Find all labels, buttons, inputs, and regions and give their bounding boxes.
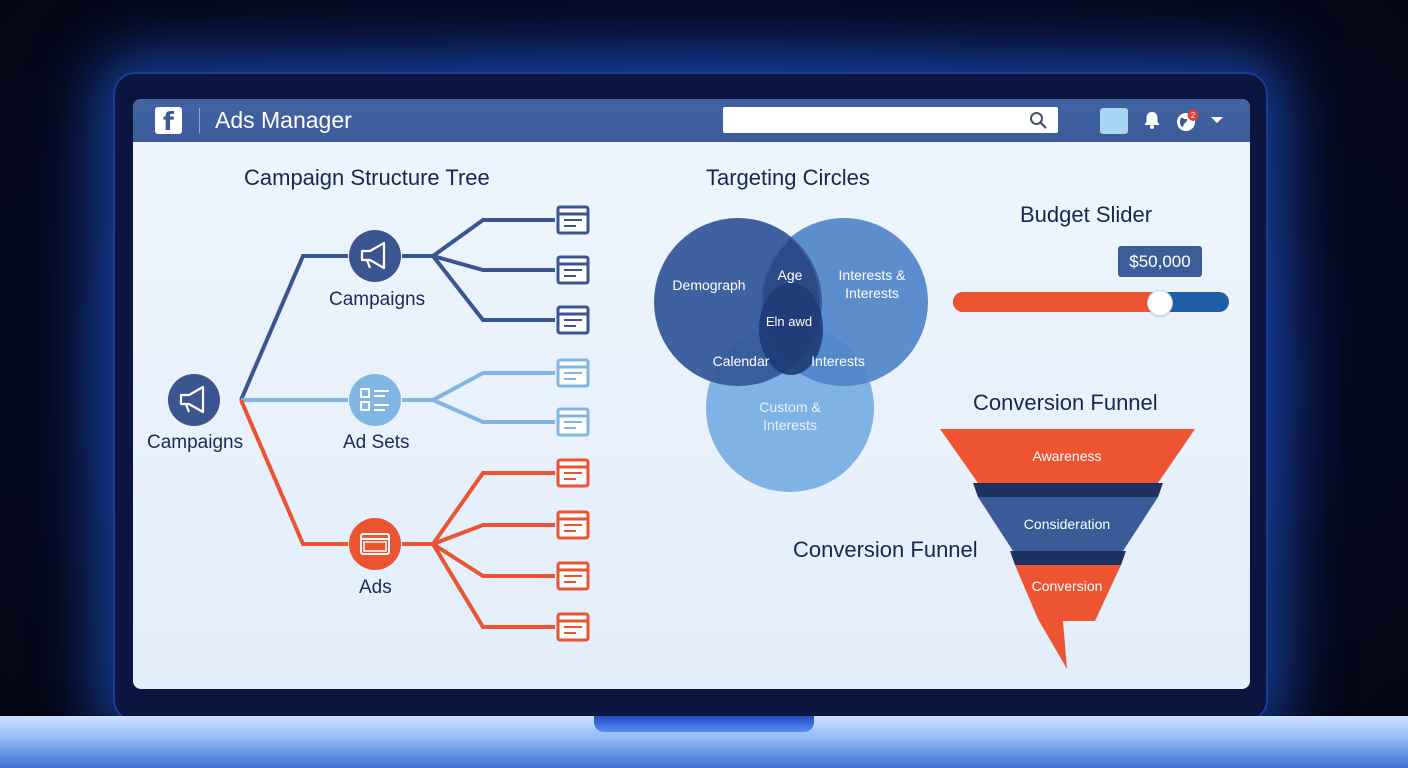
list-icon [360,388,389,411]
tree-leaf-edge [402,218,555,258]
ad-document-icon[interactable] [556,458,590,488]
ad-document-icon[interactable] [556,255,590,285]
funnel-title: Conversion Funnel [973,390,1158,415]
profile-avatar[interactable] [1100,108,1128,134]
funnel-stage-awareness[interactable] [940,429,1195,483]
tree-leaf-edge [402,471,555,546]
ad-document-icon[interactable] [556,205,590,235]
megaphone-icon [360,241,386,270]
root-node-label: Campaigns [147,432,244,453]
tree-title: Campaign Structure Tree [244,165,490,190]
funnel-side-title: Conversion Funnel [793,537,978,562]
venn-label-custom-2: Interests [763,417,817,433]
funnel-label-consideration: Consideration [1024,516,1110,532]
venn-label-demograph: Demograph [672,277,745,293]
facebook-logo-icon[interactable]: f [155,107,182,136]
tree-edge-ads [239,399,348,546]
tree-edge-campaigns [239,254,348,401]
app-screen: f Ads Manager 2 Campaign Structure Tree [133,99,1250,689]
window-icon [360,533,390,555]
globe-icon[interactable]: 2 [1174,108,1200,134]
budget-slider-track[interactable] [953,292,1229,312]
venn-label-custom-1: Custom & [759,399,821,415]
tree-leaf-edge [402,542,555,629]
branch-node-adsets[interactable] [349,374,401,426]
megaphone-icon [179,385,205,414]
branch-node-ads[interactable] [349,518,401,570]
venn-label-interests-2: Interests [845,285,899,301]
app-title: Ads Manager [215,107,352,133]
venn-label-interests: Interests [811,353,865,369]
ad-document-icon[interactable] [556,358,590,388]
branch-label-campaigns: Campaigns [329,289,426,310]
top-bar: f Ads Manager 2 [133,99,1250,142]
tree-leaf-edge [402,371,555,402]
venn-label-calendar: Calendar [713,353,770,369]
logo-letter: f [163,107,174,136]
tree-leaf-edge [402,254,555,272]
budget-value-tooltip: $50,000 [1118,246,1202,277]
ad-document-icon[interactable] [556,510,590,540]
budget-slider-fill [953,292,1160,312]
funnel-stage-consideration[interactable] [978,497,1158,551]
ad-document-icon[interactable] [556,305,590,335]
branch-node-campaigns[interactable] [349,230,401,282]
tree-leaf-edge [402,254,555,322]
tree-leaf-edge [402,542,555,578]
funnel-label-conversion: Conversion [1032,578,1103,594]
funnel-stage-conversion[interactable] [1015,565,1121,669]
ad-document-icon[interactable] [556,407,590,437]
funnel-label-awareness: Awareness [1032,448,1101,464]
chevron-down-icon[interactable] [1210,115,1224,125]
ad-document-icon[interactable] [556,561,590,591]
venn-label-center: Eln awd [766,314,812,329]
root-campaign-node[interactable] [168,374,220,426]
search-input[interactable] [723,107,1058,133]
targeting-venn-diagram: Demograph Age Interests & Interests Eln … [654,218,928,492]
venn-label-interests-1: Interests & [839,267,907,283]
venn-label-age: Age [778,267,803,283]
conversion-funnel: Awareness Consideration Conversion [940,429,1195,669]
header-divider [199,108,200,133]
budget-title: Budget Slider [1020,202,1153,227]
notification-badge: 2 [1191,111,1196,120]
targeting-title: Targeting Circles [706,165,870,190]
ad-document-icon[interactable] [556,612,590,642]
budget-slider-handle[interactable] [1148,291,1172,315]
bell-icon[interactable] [1141,109,1163,131]
tree-leaf-edge [402,523,555,546]
venn-center-overlap [759,283,823,375]
campaign-tree-diagram: Demograph Age Interests & Interests Eln … [168,205,1195,669]
search-icon[interactable] [1029,111,1047,129]
tree-leaf-edge [402,398,555,424]
laptop-notch [594,716,814,732]
branch-label-adsets: Ad Sets [343,432,410,453]
branch-label-ads: Ads [359,577,392,598]
